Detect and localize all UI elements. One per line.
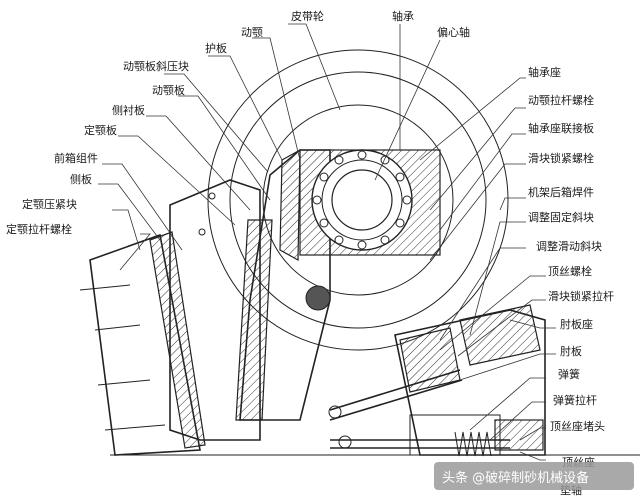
label-toggle-seat: 肘板座 (560, 317, 593, 331)
label-slider-lock-rod: 滑块锁紧拉杆 (548, 289, 614, 303)
bearing-rollers (312, 150, 412, 250)
label-jack-seat-plug: 顶丝座堵头 (550, 419, 605, 433)
watermark: 头条 @破碎制砂机械设备 (442, 470, 589, 486)
label-rear-frame-weld: 机架后箱焊件 (528, 185, 594, 199)
label-bearing-seat: 轴承座 (528, 65, 561, 79)
label-bearing: 轴承 (392, 9, 414, 23)
label-guard-plate: 护板 (205, 41, 227, 55)
movable-jaw-drawing (235, 148, 331, 421)
watermark-background (434, 462, 634, 490)
rear-frame-drawing (394, 304, 546, 456)
label-eccentric-shaft: 偏心轴 (437, 25, 470, 39)
label-jack-bolt: 顶丝螺栓 (548, 264, 592, 278)
label-fixed-jaw-clamp: 定颚压紧块 (22, 197, 77, 211)
bearing-drawing (299, 149, 441, 256)
leader-lines (98, 23, 556, 461)
label-adjust-sliding-wedge: 调整滑动斜块 (536, 239, 602, 253)
label-side-liner: 侧衬板 (112, 103, 145, 117)
label-spring: 弹簧 (558, 367, 580, 381)
label-bearing-seat-connector: 轴承座联接板 (528, 121, 594, 135)
label-spring-rod: 弹簧拉杆 (553, 393, 597, 407)
label-adjust-fixed-wedge: 调整固定斜块 (528, 210, 594, 224)
label-movable-jaw-tie-bolt: 动颚拉杆螺栓 (528, 93, 594, 107)
label-belt-pulley: 皮带轮 (291, 9, 324, 23)
label-toggle-plate: 肘板 (560, 344, 582, 358)
label-movable-jaw: 动颚 (241, 26, 263, 39)
label-side-plate: 侧板 (70, 172, 92, 186)
label-fixed-jaw-tie-bolt: 定颚拉杆螺栓 (6, 222, 72, 236)
label-front-box: 前箱组件 (54, 151, 98, 165)
fixed-jaw-drawing (79, 231, 640, 456)
label-slider-lock-bolt: 滑块锁紧螺栓 (528, 151, 594, 165)
frame-side-drawing (169, 179, 331, 441)
label-fixed-jaw-plate: 定颚板 (84, 123, 117, 137)
label-jaw-plate-wedge: 动颚板斜压块 (123, 59, 189, 73)
toggle-and-spring-drawing (328, 369, 510, 457)
label-movable-jaw-plate: 动颚板 (152, 83, 185, 97)
